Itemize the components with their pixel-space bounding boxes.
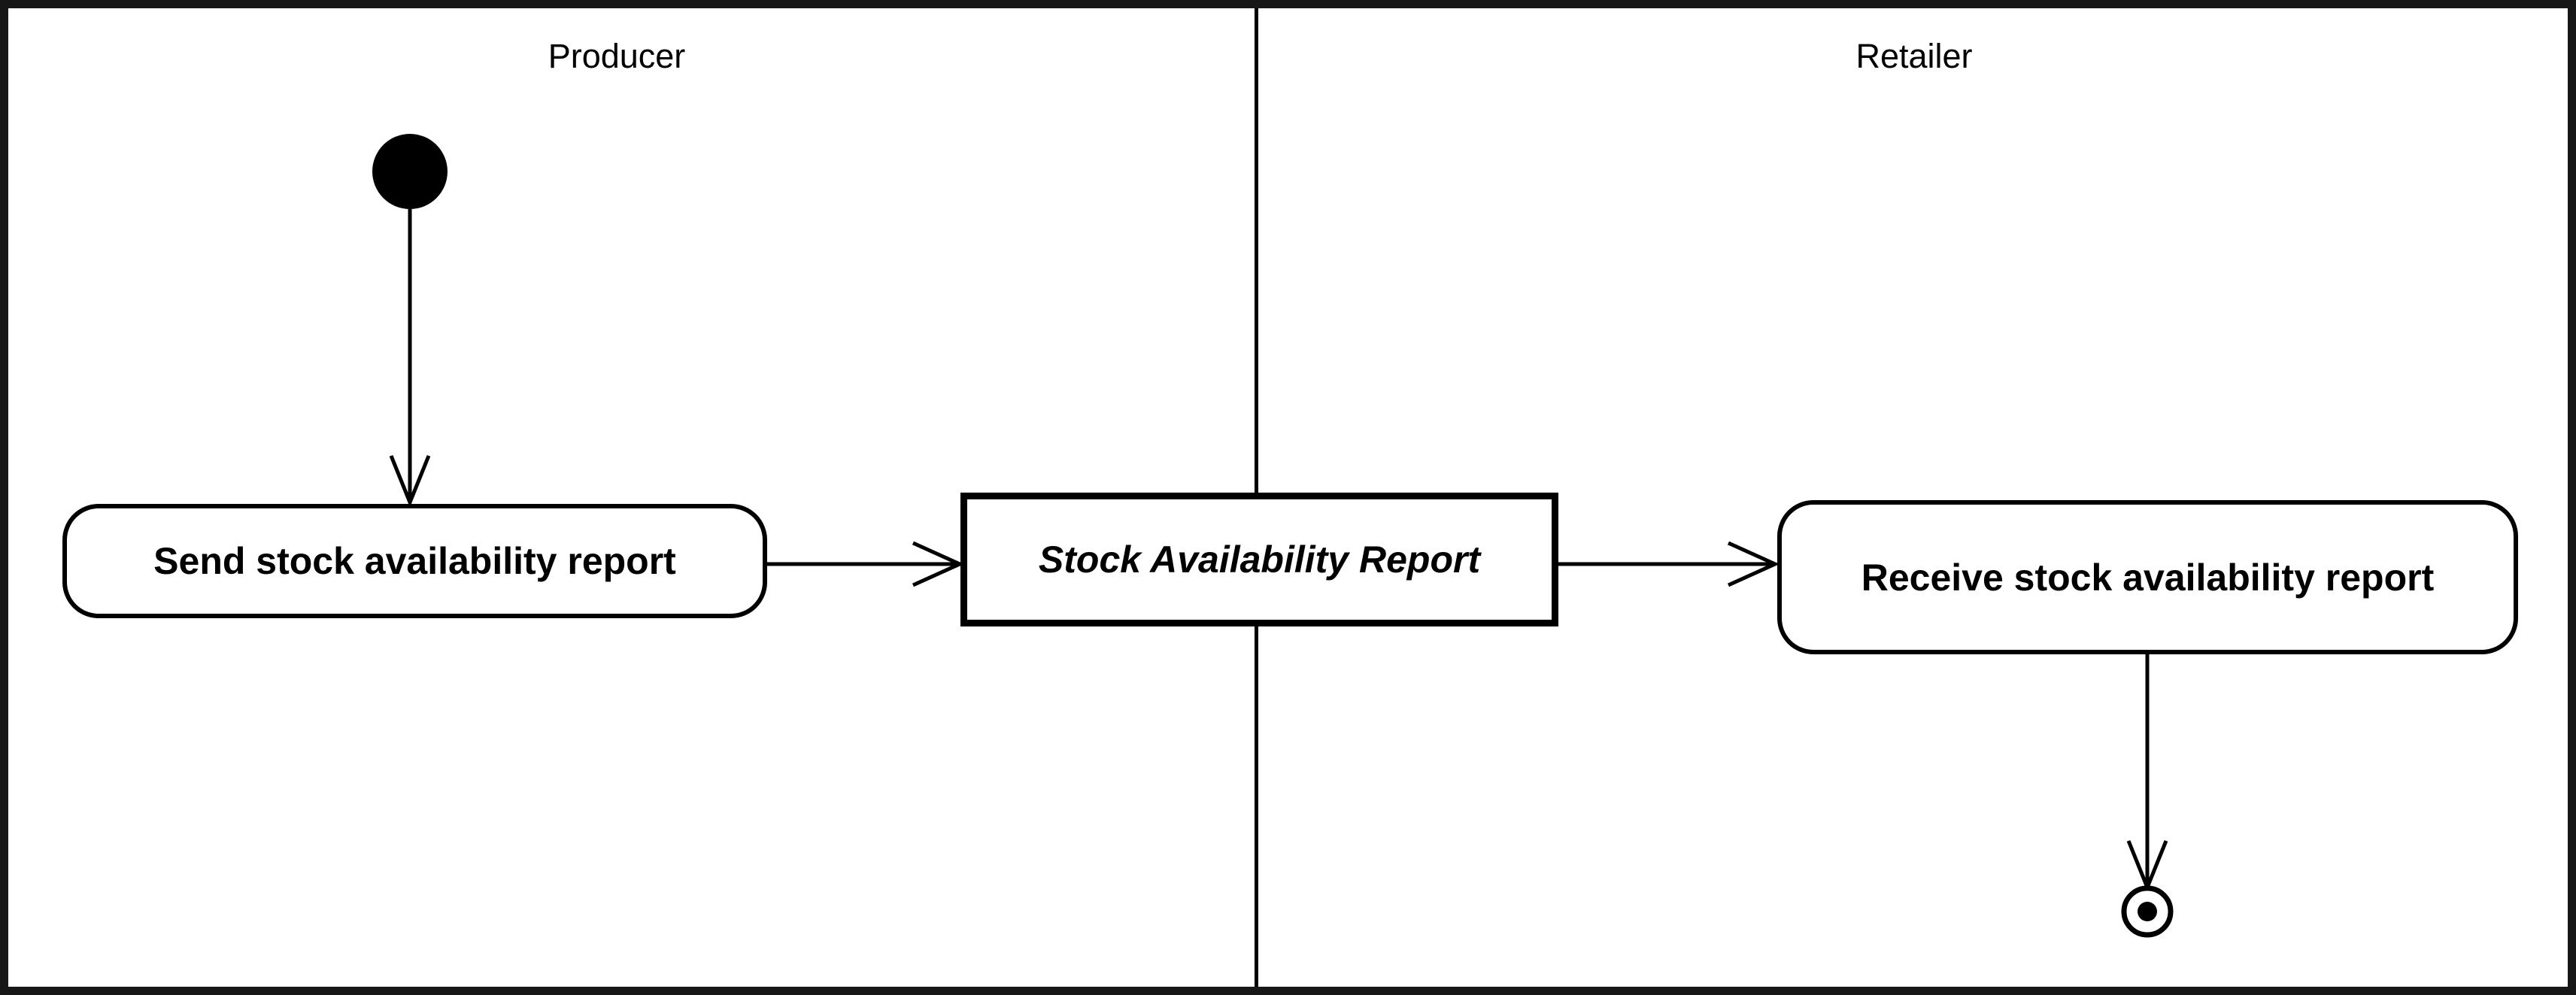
- flow-send-to-stock-availability-report[interactable]: [767, 541, 965, 587]
- action-node-send-stock-availability-report[interactable]: [62, 504, 767, 618]
- activity-final-node[interactable]: [2121, 885, 2174, 938]
- object-label-stock-availability-report: Stock Availability Report: [1038, 538, 1481, 581]
- action-label-send-stock-availability-report: Send stock availability report: [153, 540, 676, 582]
- flow-initial-to-send[interactable]: [389, 209, 431, 508]
- object-node-stock-availability-report[interactable]: [960, 493, 1558, 626]
- initial-node[interactable]: [372, 134, 448, 209]
- flow-stock-availability-report-to-receive[interactable]: [1558, 541, 1780, 587]
- swimlane-title-producer: Producer: [548, 37, 686, 75]
- swimlane-title-retailer: Retailer: [1855, 37, 1973, 75]
- action-label-receive-stock-availability-report: Receive stock availability report: [1861, 556, 2435, 599]
